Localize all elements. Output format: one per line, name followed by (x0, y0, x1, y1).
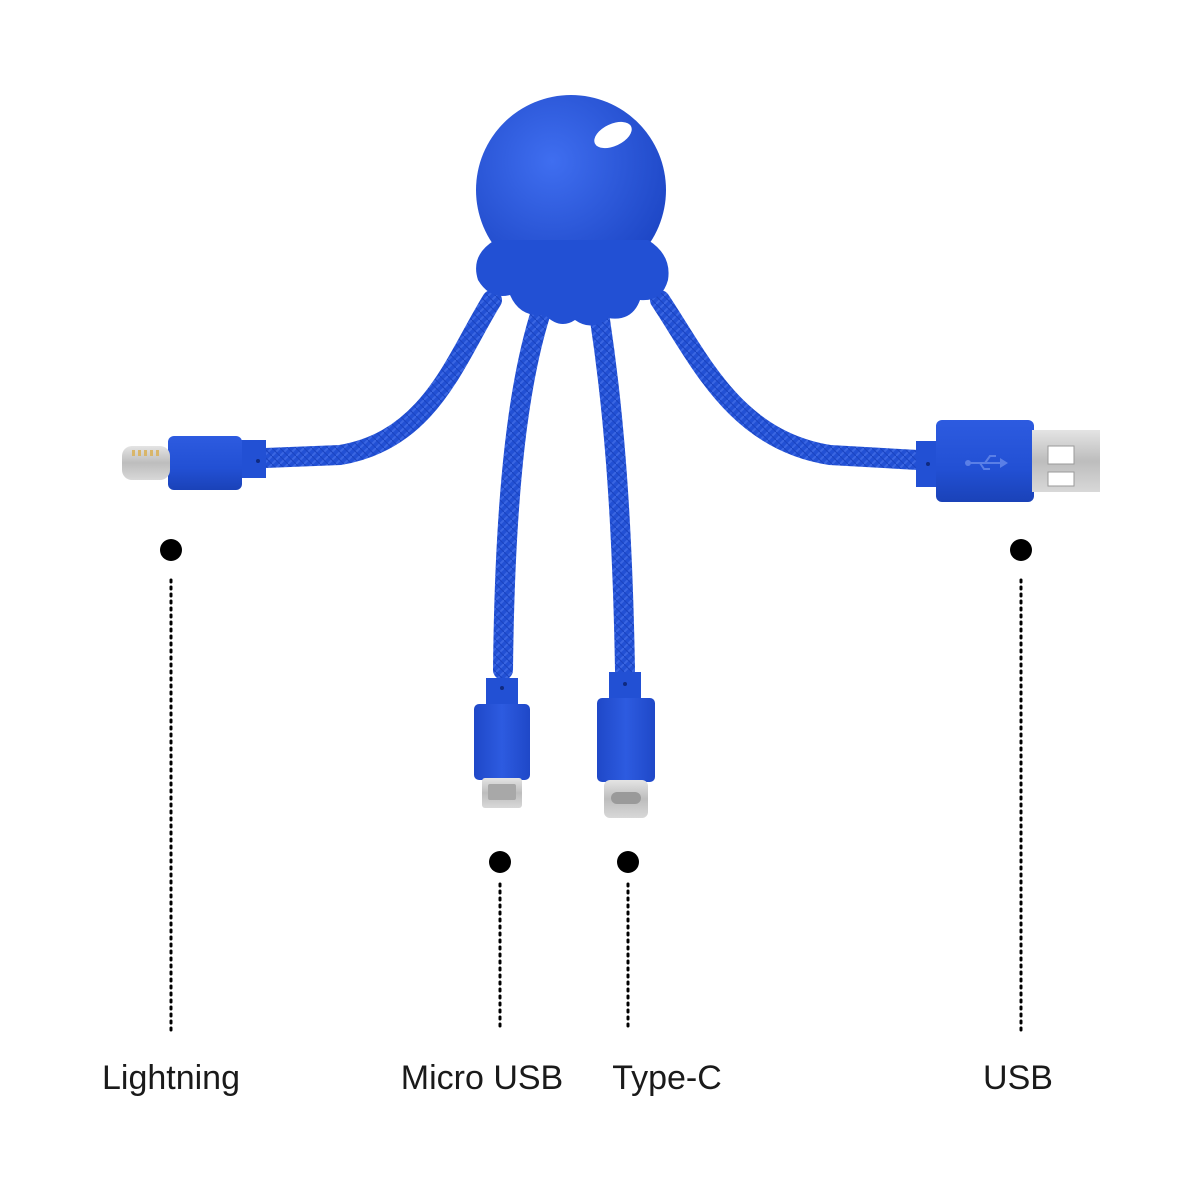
octopus-skirt (476, 240, 669, 326)
cable-micro-usb (493, 305, 550, 680)
keyring-hole (594, 121, 632, 149)
cable-lightning (255, 290, 502, 468)
callout-dot (489, 851, 511, 873)
callout-type-c (617, 851, 639, 1030)
cable-usb (650, 290, 928, 470)
connector-label-lightning: Lightning (101, 1059, 241, 1097)
type-c-connector (597, 672, 655, 818)
micro-usb-connector (474, 678, 530, 808)
cables (255, 290, 928, 680)
callout-dot (1010, 539, 1032, 561)
connector-label-type-c: Type-C (612, 1059, 722, 1097)
octopus-head (476, 95, 669, 326)
usb-symbol-icon (968, 455, 1000, 470)
callout-lightning (160, 539, 182, 1034)
connector-label-micro-usb: Micro USB (400, 1059, 564, 1097)
callout-micro-usb (489, 851, 511, 1030)
callout-dot (617, 851, 639, 873)
callout-dot (160, 539, 182, 561)
callouts (160, 539, 1032, 1034)
usb-a-connector (916, 420, 1100, 502)
lightning-connector (122, 436, 266, 490)
cable-type-c (590, 310, 635, 680)
callout-usb (1010, 539, 1032, 1034)
connector-label-usb: USB (983, 1059, 1053, 1097)
